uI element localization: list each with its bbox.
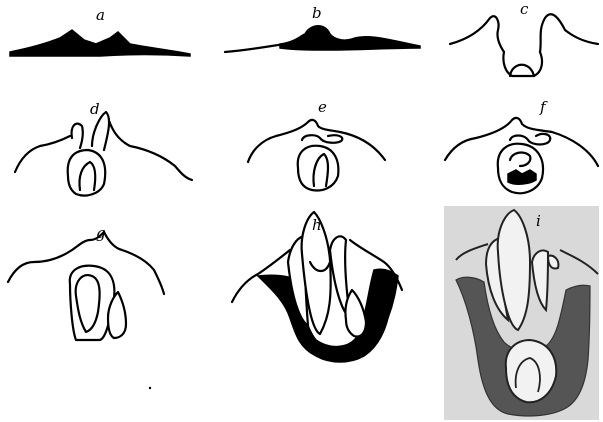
panel-label-e: e — [318, 98, 327, 116]
panel-g: g — [8, 224, 164, 340]
panel-label-i: i — [536, 212, 541, 230]
panel-d: d — [15, 100, 192, 196]
panel-h: h — [232, 212, 402, 362]
panel-label-g: g — [96, 224, 106, 242]
panel-label-f: f — [539, 98, 548, 116]
panel-label-a: a — [96, 6, 105, 24]
stray-dot — [149, 387, 151, 389]
panel-label-b: b — [312, 4, 322, 22]
panel-f: f — [445, 98, 598, 193]
panel-i: i — [444, 206, 599, 420]
panel-b: b — [225, 4, 420, 52]
panel-label-d: d — [90, 100, 100, 118]
panel-a: a — [10, 6, 190, 56]
panel-c: c — [450, 0, 598, 76]
panel-label-h: h — [312, 216, 322, 234]
panel-label-c: c — [520, 0, 529, 18]
panel-e: e — [248, 98, 385, 190]
